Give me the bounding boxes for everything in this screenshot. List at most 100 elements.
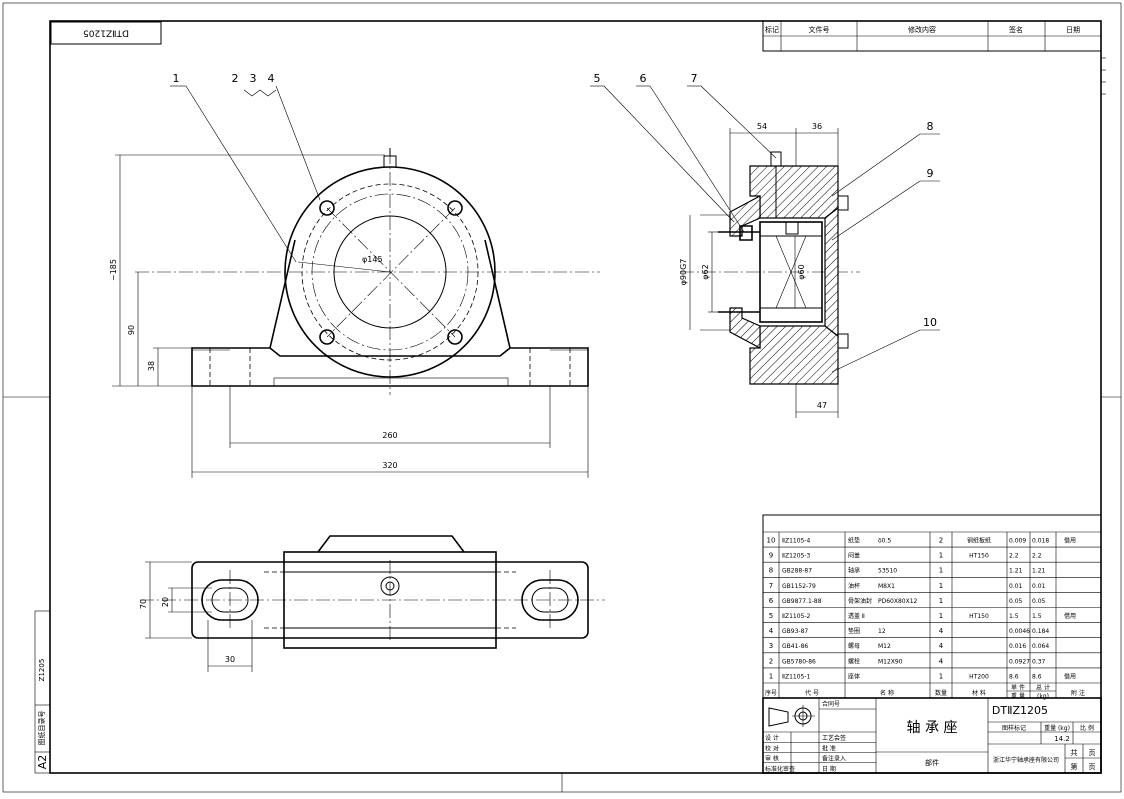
bom-row-material: HT150	[969, 553, 989, 560]
side-doc-type: 图纸目录号	[37, 711, 46, 746]
bom-row-no: 4	[769, 627, 774, 635]
bom-row-qty: 1	[939, 597, 943, 605]
dim-60: φ60	[797, 264, 806, 279]
bom-header-name: 名 称	[880, 689, 894, 697]
sheet-total-unit: 页	[1089, 749, 1096, 757]
bom-row-total: 0.01	[1032, 583, 1046, 590]
side-code: Z1205	[38, 659, 46, 682]
bom-row-unit: 2.2	[1009, 553, 1019, 560]
bom-row-no: 10	[767, 537, 776, 545]
col-label-weight: 重量 (kg)	[1044, 724, 1070, 732]
bom-row-name: 垫圈	[848, 627, 860, 635]
bom-row-name: 座体	[848, 672, 860, 680]
bom-header-code: 代 号	[805, 689, 819, 697]
bom-row-code: GB288-87	[782, 568, 812, 575]
side-sheet-size: A2	[36, 755, 49, 770]
section-view-dimensions: 54 36 47 φ90G7 φ62 φ60	[679, 122, 839, 418]
bom-row-unit: 0.0046	[1009, 628, 1030, 635]
plan-view	[140, 535, 605, 649]
dim-plan-slot: 20	[161, 597, 170, 607]
balloon-2: 2	[232, 72, 239, 85]
balloon-5: 5	[594, 72, 601, 85]
bom-row-total: 1.5	[1032, 613, 1042, 620]
rev-header-mark: 标记	[765, 25, 779, 34]
bom-row-material: 钢纸板纸	[967, 537, 991, 545]
bom-row-no: 2	[769, 657, 773, 665]
bom-row-no: 3	[769, 642, 773, 650]
bom-row-unit: 0.01	[1009, 583, 1023, 590]
bom-row-qty: 2	[939, 537, 943, 545]
bom-row-name: 闷盖	[848, 552, 860, 560]
bom-row-note: 借用	[1064, 672, 1076, 680]
sheet-no-unit: 页	[1089, 763, 1096, 771]
bom-row-note: 借用	[1064, 612, 1076, 620]
bolt-holes	[319, 200, 463, 345]
balloon-8: 8	[927, 120, 934, 133]
dim-outer: φ90G7	[679, 259, 688, 286]
section-view	[680, 151, 860, 385]
contract-label: 合同号	[822, 700, 840, 708]
bom-row-spec: M12X90	[878, 658, 903, 665]
top-left-number: DTⅡZ1205	[83, 28, 129, 38]
sign-row-left: 校 对	[765, 744, 779, 752]
col-label-scale: 比 例	[1080, 724, 1094, 732]
bom-row-no: 5	[769, 612, 773, 620]
balloon-10: 10	[923, 316, 937, 329]
bom-row-total: 1.21	[1032, 568, 1046, 575]
bom-row-qty: 1	[939, 552, 943, 560]
bom-row-unit: 0.009	[1009, 538, 1026, 545]
bom-row-total: 0.37	[1032, 658, 1046, 665]
bom-row-name: 螺母	[848, 642, 860, 650]
bom-row-qty: 1	[939, 672, 943, 680]
bom-row-code: ⅡZ1105-4	[782, 538, 810, 545]
balloon-1: 1	[173, 72, 180, 85]
dim-47: 47	[817, 401, 827, 410]
bom-row-code: GB1152-79	[782, 583, 816, 590]
col-label-mark: 图样标记	[1002, 724, 1026, 732]
dim-center-height: 90	[127, 325, 136, 335]
bom-row-no: 6	[769, 597, 774, 605]
front-view-balloons: 1 2 3 4	[170, 72, 321, 263]
revision-block: 标记 文件号 修改内容 签名 日期	[762, 20, 1102, 52]
bom-row-qty: 4	[939, 642, 944, 650]
drawing-number: DTⅡZ1205	[992, 704, 1048, 717]
bom-row-code: ⅡZ1105-2	[782, 613, 810, 620]
bom-row-unit: 0.016	[1009, 643, 1026, 650]
dim-total-length: 320	[382, 461, 397, 470]
bom-row-qty: 1	[939, 612, 943, 620]
bom-row-total: 0.05	[1032, 598, 1046, 605]
bom-row-no: 9	[769, 552, 773, 560]
dim-plan-width: 70	[139, 599, 148, 609]
bom-row-material: HT200	[969, 673, 989, 680]
sign-row-left: 设 计	[765, 734, 779, 742]
projection-symbol-icon	[768, 705, 815, 727]
company-name: 浙江华宁轴承座有限公司	[993, 756, 1059, 764]
bom-row-code: GB93-87	[782, 628, 808, 635]
plan-view-dimensions: 70 20 30	[139, 561, 253, 672]
bom-row-total: 0.018	[1032, 538, 1049, 545]
sign-row-right: 批 准	[822, 744, 836, 752]
part-name: 轴 承 座	[907, 720, 958, 736]
sign-row-left: 审 核	[765, 755, 779, 763]
bom-row-qty: 1	[939, 582, 943, 590]
bom-row-no: 7	[769, 582, 773, 590]
bom-row-no: 8	[769, 567, 773, 575]
bom-row-name: 透盖 Ⅱ	[848, 612, 865, 620]
bom-header-material: 材 料	[972, 689, 986, 697]
dim-36: 36	[812, 122, 822, 131]
bom-row-name: 油杯	[848, 582, 860, 590]
bom-row-code: GB41-86	[782, 643, 808, 650]
dim-base-height: 38	[147, 361, 156, 371]
rev-header-sign: 签名	[1009, 25, 1023, 34]
bom-header-no: 序号	[765, 689, 777, 697]
bom-row-spec: 53510	[878, 568, 897, 575]
dim-bolt-spacing: 260	[382, 431, 397, 440]
bom-header-kg: (kg)	[1037, 693, 1049, 700]
bom-row-spec: δ0.5	[878, 538, 891, 545]
dim-54: 54	[757, 122, 767, 131]
balloon-7: 7	[691, 72, 698, 85]
bom-row-unit: 1.5	[1009, 613, 1019, 620]
